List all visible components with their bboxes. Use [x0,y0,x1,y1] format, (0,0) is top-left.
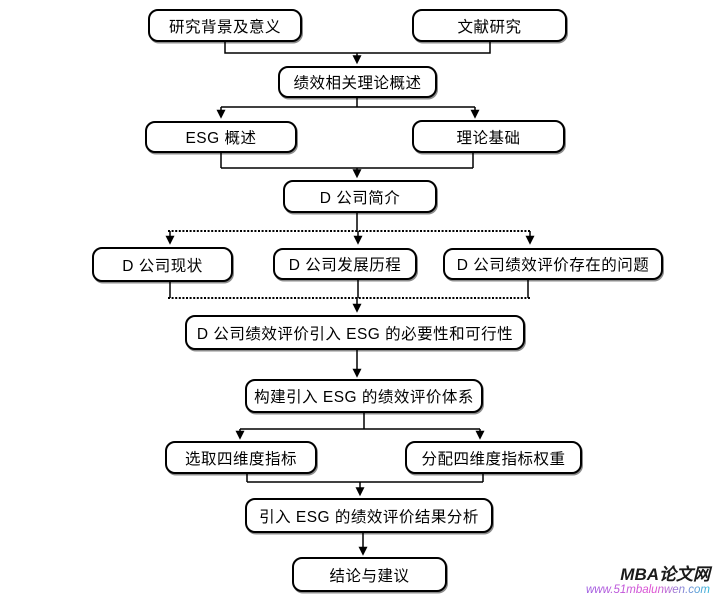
node-company-problems: D 公司绩效评价存在的问题 [443,248,663,280]
node-research-background: 研究背景及意义 [148,9,302,42]
node-assign-weights: 分配四维度指标权重 [405,441,582,474]
node-company-history: D 公司发展历程 [273,248,417,280]
node-select-indicators: 选取四维度指标 [165,441,317,474]
edge-build-split [235,413,485,440]
node-build-system: 构建引入 ESG 的绩效评价体系 [245,379,483,413]
edge-merge-to-analysis [246,474,484,497]
node-company-status: D 公司现状 [92,247,233,282]
node-conclusion: 结论与建议 [292,557,447,592]
watermark: MBA论文网 www.51mbalunwen.com [586,566,710,596]
node-esg-overview: ESG 概述 [145,121,297,153]
node-company-intro: D 公司简介 [283,180,437,213]
watermark-site-name: MBA论文网 [620,565,710,585]
node-literature-research: 文献研究 [412,9,567,42]
watermark-site-url: www.51mbalunwen.com [585,583,710,596]
edge-merge-dotted-to-necessity [168,280,531,313]
edge-top-merge-to-theory [224,42,491,65]
node-result-analysis: 引入 ESG 的绩效评价结果分析 [245,498,493,533]
edge-merge-to-company-intro [220,153,474,179]
node-theoretical-basis: 理论基础 [412,120,565,153]
edge-intro-split-dotted [165,213,535,245]
node-performance-theory-overview: 绩效相关理论概述 [278,66,437,98]
node-necessity-feasibility: D 公司绩效评价引入 ESG 的必要性和可行性 [185,315,525,350]
edge-theory-split [216,98,480,119]
